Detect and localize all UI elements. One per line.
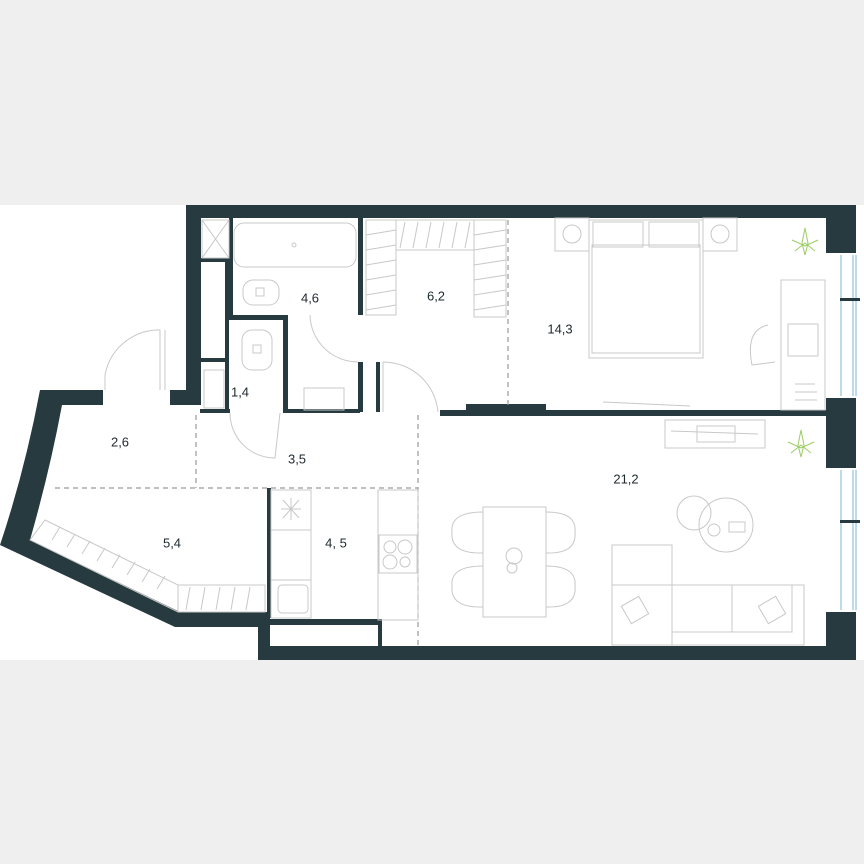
storage-shelves [29, 519, 266, 613]
walls [0, 205, 856, 660]
room-area-storage: 5,4 [162, 535, 182, 551]
room-area-wc: 1,4 [230, 384, 250, 400]
room-area-entrance-hall: 2,6 [110, 434, 130, 450]
windows [840, 255, 860, 610]
plant-icon [791, 227, 819, 256]
kitchen-fixtures [270, 489, 419, 621]
room-area-living-room: 21,2 [613, 471, 639, 487]
wardrobe-shelves [365, 219, 507, 318]
room-area-wardrobe: 6,2 [426, 288, 446, 304]
zone-dividers [55, 220, 509, 645]
plant-icon [787, 429, 815, 458]
living-furniture [451, 419, 815, 646]
bathroom-fixtures [201, 219, 357, 411]
room-area-bedroom: 14,3 [547, 321, 573, 337]
room-area-kitchen: 4, 5 [325, 535, 347, 551]
room-area-bathroom: 4,6 [300, 290, 320, 306]
room-area-corridor: 3,5 [287, 451, 307, 467]
bedroom-furniture [554, 217, 826, 411]
doors [104, 314, 439, 459]
